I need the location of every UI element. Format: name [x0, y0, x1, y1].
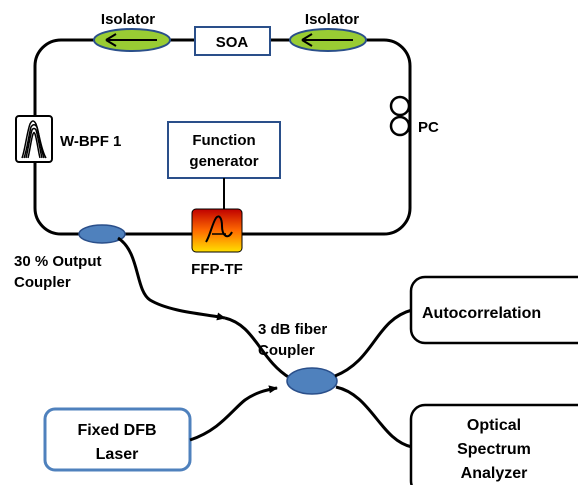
dfb-fiber-arrow: [189, 385, 278, 442]
autocorrelation-label: Autocorrelation: [422, 305, 541, 322]
fiber-coupler-icon: [286, 367, 338, 395]
autocorrelation-box: [409, 275, 578, 345]
isolator-left-label: Isolator: [101, 11, 155, 28]
ffptf-filter-icon: [191, 208, 243, 253]
isolator-right: [289, 28, 367, 52]
fiber-coupler-label-line1: 3 dB fiber: [258, 321, 327, 338]
fiber-to-osa: [335, 385, 413, 449]
fiber-to-autocorrelation: [334, 308, 413, 378]
osa-label-line1: Optical: [467, 417, 521, 434]
isolator-right-label: Isolator: [305, 11, 359, 28]
output-fiber-to-coupler: [224, 316, 291, 380]
soa-label: SOA: [216, 34, 249, 51]
osa-label-line2: Spectrum: [457, 441, 531, 458]
isolator-left: [93, 28, 171, 52]
osa-label-line3: Analyzer: [461, 465, 528, 482]
output-coupler-label-line1: 30 % Output: [14, 253, 102, 270]
wbpf-filter-icon: [15, 115, 53, 163]
soa-box: [194, 26, 271, 56]
function-generator-label-line2: generator: [189, 153, 258, 170]
wbpf-label: W-BPF 1: [60, 133, 121, 150]
dfb-laser-label-line1: Fixed DFB: [77, 422, 156, 439]
output-coupler-icon: [78, 224, 126, 244]
function-generator-label-line1: Function: [192, 132, 255, 149]
dfb-laser-label-line2: Laser: [96, 446, 139, 463]
pc-label: PC: [418, 119, 439, 136]
output-fiber-arrow: [117, 236, 226, 321]
osa-box: [409, 403, 578, 490]
polarization-controller-icon: [389, 95, 411, 137]
ffptf-label: FFP-TF: [191, 261, 243, 278]
function-generator-box: [167, 121, 281, 179]
fiber-coupler-label-line2: Coupler: [258, 342, 315, 359]
output-coupler-label-line2: Coupler: [14, 274, 71, 291]
